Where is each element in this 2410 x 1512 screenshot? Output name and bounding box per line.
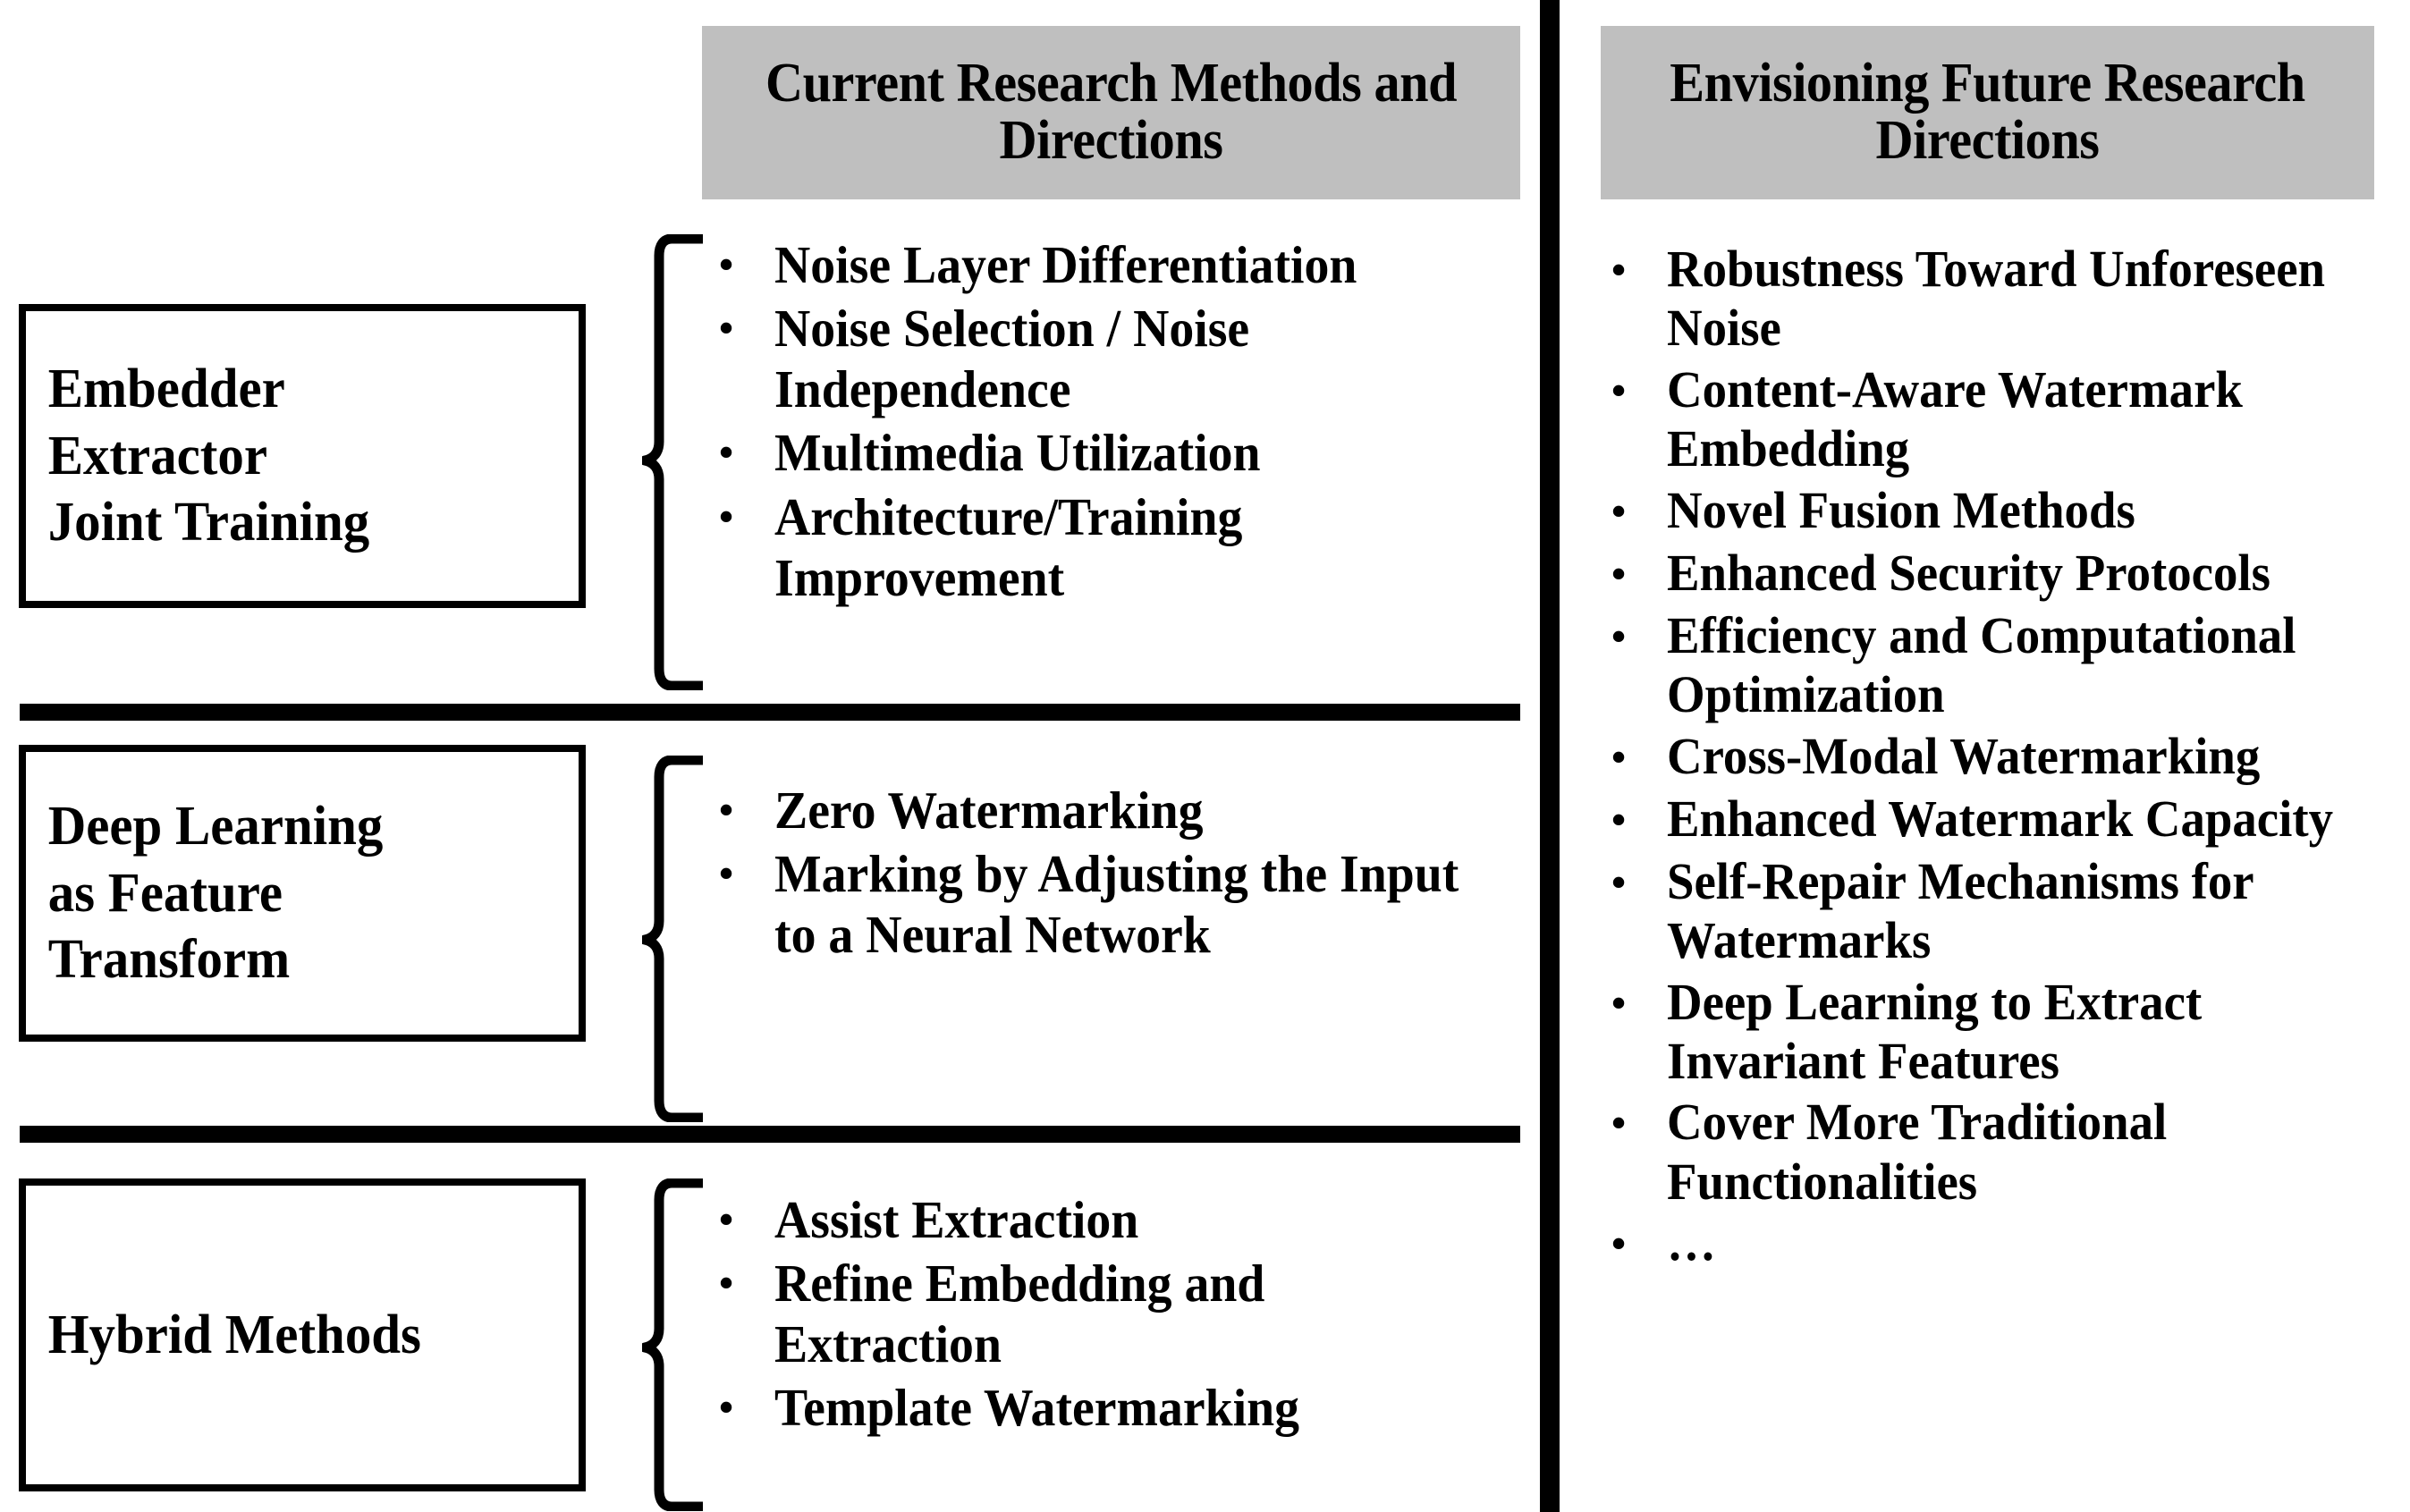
bullet-dot-icon: • <box>1611 1100 1627 1146</box>
bullet-dot-icon: • <box>719 1196 734 1242</box>
list-item-label: Deep Learning to Extract Invariant Featu… <box>1667 972 2203 1090</box>
list-item-label: Cross-Modal Watermarking <box>1667 726 2261 785</box>
header-left-title: Current Research Methods and Directions <box>765 53 1458 171</box>
list-item-label: Novel Fusion Methods <box>1667 480 2135 539</box>
bullet-dot-icon: • <box>1611 796 1627 842</box>
header-current-research-methods: Current Research Methods and Directions <box>702 26 1520 199</box>
list-item-label: Multimedia Utilization <box>774 423 1261 483</box>
list-item[interactable]: • Cover More Traditional Functionalities <box>1599 1093 2404 1212</box>
list-item-label: … <box>1667 1213 1716 1272</box>
category-label: Deep Learning as Feature Transform <box>47 796 384 991</box>
list-item[interactable]: • Template Watermarking <box>706 1377 1538 1438</box>
bullet-list-deep-learning-as-feature-transform: • Zero Watermarking • Marking by Adjusti… <box>706 780 1538 967</box>
list-item-label: Enhanced Watermark Capacity <box>1667 789 2334 848</box>
bullet-dot-icon: • <box>1611 550 1627 596</box>
list-item[interactable]: • Architecture/Training Improvement <box>706 486 1538 608</box>
bullet-list-embedder-extractor-joint-training: • Noise Layer Differentiation • Noise Se… <box>706 234 1538 611</box>
list-item[interactable]: • Multimedia Utilization <box>706 422 1538 483</box>
horizontal-divider-2 <box>20 1126 1520 1143</box>
category-box-hybrid-methods[interactable]: Hybrid Methods <box>19 1178 586 1491</box>
horizontal-divider-1 <box>20 704 1520 721</box>
vertical-divider <box>1540 0 1560 1512</box>
bullet-dot-icon: • <box>719 241 734 287</box>
list-item[interactable]: • Robustness Toward Unforeseen Noise <box>1599 240 2404 359</box>
list-item[interactable]: • Novel Fusion Methods <box>1599 481 2404 542</box>
list-item-label: Enhanced Security Protocols <box>1667 543 2270 602</box>
list-item[interactable]: • Self-Repair Mechanisms for Watermarks <box>1599 852 2404 971</box>
list-item-label: Content-Aware Watermark Embedding <box>1667 359 2243 478</box>
list-item-label: Robustness Toward Unforeseen Noise <box>1667 240 2326 358</box>
header-envisioning-future-directions: Envisioning Future Research Directions <box>1601 26 2374 199</box>
bullet-dot-icon: • <box>1611 979 1627 1026</box>
bullet-dot-icon: • <box>1611 1221 1627 1267</box>
list-item-label: Efficiency and Computational Optimizatio… <box>1667 605 2296 724</box>
bullet-dot-icon: • <box>1611 487 1627 534</box>
list-item[interactable]: • Marking by Adjusting the Input to a Ne… <box>706 843 1538 965</box>
bullet-dot-icon: • <box>1611 367 1627 413</box>
list-item[interactable]: • Content-Aware Watermark Embedding <box>1599 360 2404 479</box>
bullet-list-future-research-directions: • Robustness Toward Unforeseen Noise • C… <box>1599 240 2404 1276</box>
bullet-dot-icon: • <box>719 850 734 897</box>
list-item-label: Noise Selection / Noise Independence <box>774 299 1250 419</box>
bullet-dot-icon: • <box>719 1384 734 1431</box>
list-item-label: Marking by Adjusting the Input to a Neur… <box>774 844 1459 965</box>
list-item[interactable]: • Enhanced Security Protocols <box>1599 544 2404 604</box>
bullet-dot-icon: • <box>719 493 734 539</box>
bullet-dot-icon: • <box>1611 733 1627 780</box>
category-label: Embedder Extractor Joint Training <box>47 359 370 553</box>
list-item-label: Zero Watermarking <box>774 781 1204 840</box>
bullet-dot-icon: • <box>1611 247 1627 292</box>
curly-brace-icon-1 <box>642 234 705 690</box>
category-box-embedder-extractor-joint-training[interactable]: Embedder Extractor Joint Training <box>19 304 586 608</box>
category-label: Hybrid Methods <box>47 1304 421 1365</box>
list-item[interactable]: • Deep Learning to Extract Invariant Fea… <box>1599 973 2404 1092</box>
list-item-label: Refine Embedding and Extraction <box>774 1254 1265 1374</box>
list-item[interactable]: • Zero Watermarking <box>706 780 1538 840</box>
bullet-dot-icon: • <box>719 1260 734 1306</box>
curly-brace-icon-2 <box>642 756 705 1122</box>
list-item[interactable]: • Assist Extraction <box>706 1189 1538 1250</box>
bullet-dot-icon: • <box>719 305 734 351</box>
list-item[interactable]: • Noise Layer Differentiation <box>706 234 1538 295</box>
list-item[interactable]: • Enhanced Watermark Capacity <box>1599 790 2404 850</box>
list-item[interactable]: • Noise Selection / Noise Independence <box>706 298 1538 419</box>
list-item[interactable]: • … <box>1599 1213 2404 1274</box>
bullet-dot-icon: • <box>1611 612 1627 659</box>
bullet-dot-icon: • <box>719 787 734 832</box>
list-item[interactable]: • Efficiency and Computational Optimizat… <box>1599 606 2404 725</box>
list-item-label: Self-Repair Mechanisms for Watermarks <box>1667 851 2254 970</box>
list-item-label: Cover More Traditional Functionalities <box>1667 1093 2168 1211</box>
bullet-list-hybrid-methods: • Assist Extraction • Refine Embedding a… <box>706 1189 1538 1441</box>
header-right-title: Envisioning Future Research Directions <box>1670 53 2305 171</box>
bullet-dot-icon: • <box>719 429 734 476</box>
curly-brace-icon-3 <box>642 1178 705 1511</box>
list-item-label: Template Watermarking <box>774 1378 1299 1438</box>
list-item[interactable]: • Refine Embedding and Extraction <box>706 1253 1538 1374</box>
category-box-deep-learning-as-feature-transform[interactable]: Deep Learning as Feature Transform <box>19 745 586 1042</box>
list-item-label: Architecture/Training Improvement <box>774 486 1243 607</box>
list-item-label: Assist Extraction <box>774 1190 1139 1249</box>
list-item-label: Noise Layer Differentiation <box>774 235 1357 294</box>
list-item[interactable]: • Cross-Modal Watermarking <box>1599 727 2404 788</box>
bullet-dot-icon: • <box>1611 858 1627 905</box>
